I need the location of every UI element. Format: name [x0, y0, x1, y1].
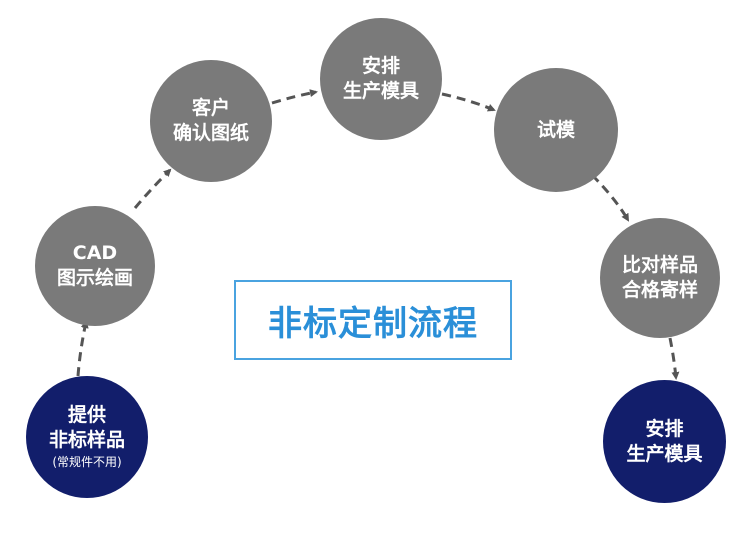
- step-6-line-2: 合格寄样: [621, 279, 698, 301]
- process-title-box: 非标定制流程: [234, 280, 512, 360]
- step-6-line-1: 比对样品: [621, 254, 698, 276]
- step-4-line-2: 生产模具: [342, 80, 419, 102]
- step-3-line-1: 客户: [191, 97, 230, 119]
- step-1-line-1: 提供: [67, 404, 106, 426]
- step-4-line-1: 安排: [361, 55, 400, 77]
- step-2-line-2: 图示绘画: [56, 267, 133, 289]
- process-title: 非标定制流程: [268, 303, 478, 344]
- step-cad-drawing-node: CAD 图示绘画: [35, 206, 155, 326]
- step-1-line-2: 非标样品: [48, 429, 125, 451]
- step-5-line-1: 试模: [536, 118, 575, 141]
- step-7-line-1: 安排: [645, 417, 684, 440]
- arrow-step5-to-step6: [590, 173, 630, 222]
- arrow-step3-to-step4: [271, 89, 318, 105]
- arrow-step4-to-step5: [441, 92, 496, 112]
- step-customer-confirm-node: 客户 确认图纸: [150, 60, 272, 182]
- step-provide-sample-node: 提供 非标样品 (常规件不用): [26, 376, 148, 498]
- step-1-note: (常规件不用): [52, 455, 122, 469]
- arrow-step2-to-step3: [133, 168, 172, 209]
- step-3-line-2: 确认图纸: [172, 122, 249, 144]
- step-compare-sample-node: 比对样品 合格寄样: [600, 218, 720, 338]
- arrow-step6-to-step7: [668, 337, 680, 380]
- step-arrange-mold-node: 安排 生产模具: [320, 18, 442, 140]
- step-production-mold-node: 安排 生产模具: [603, 380, 726, 503]
- step-2-line-1: CAD: [72, 242, 118, 264]
- step-7-line-2: 生产模具: [626, 442, 703, 465]
- arrow-step1-to-step2: [76, 320, 89, 377]
- step-trial-mold-node: 试模: [494, 68, 618, 192]
